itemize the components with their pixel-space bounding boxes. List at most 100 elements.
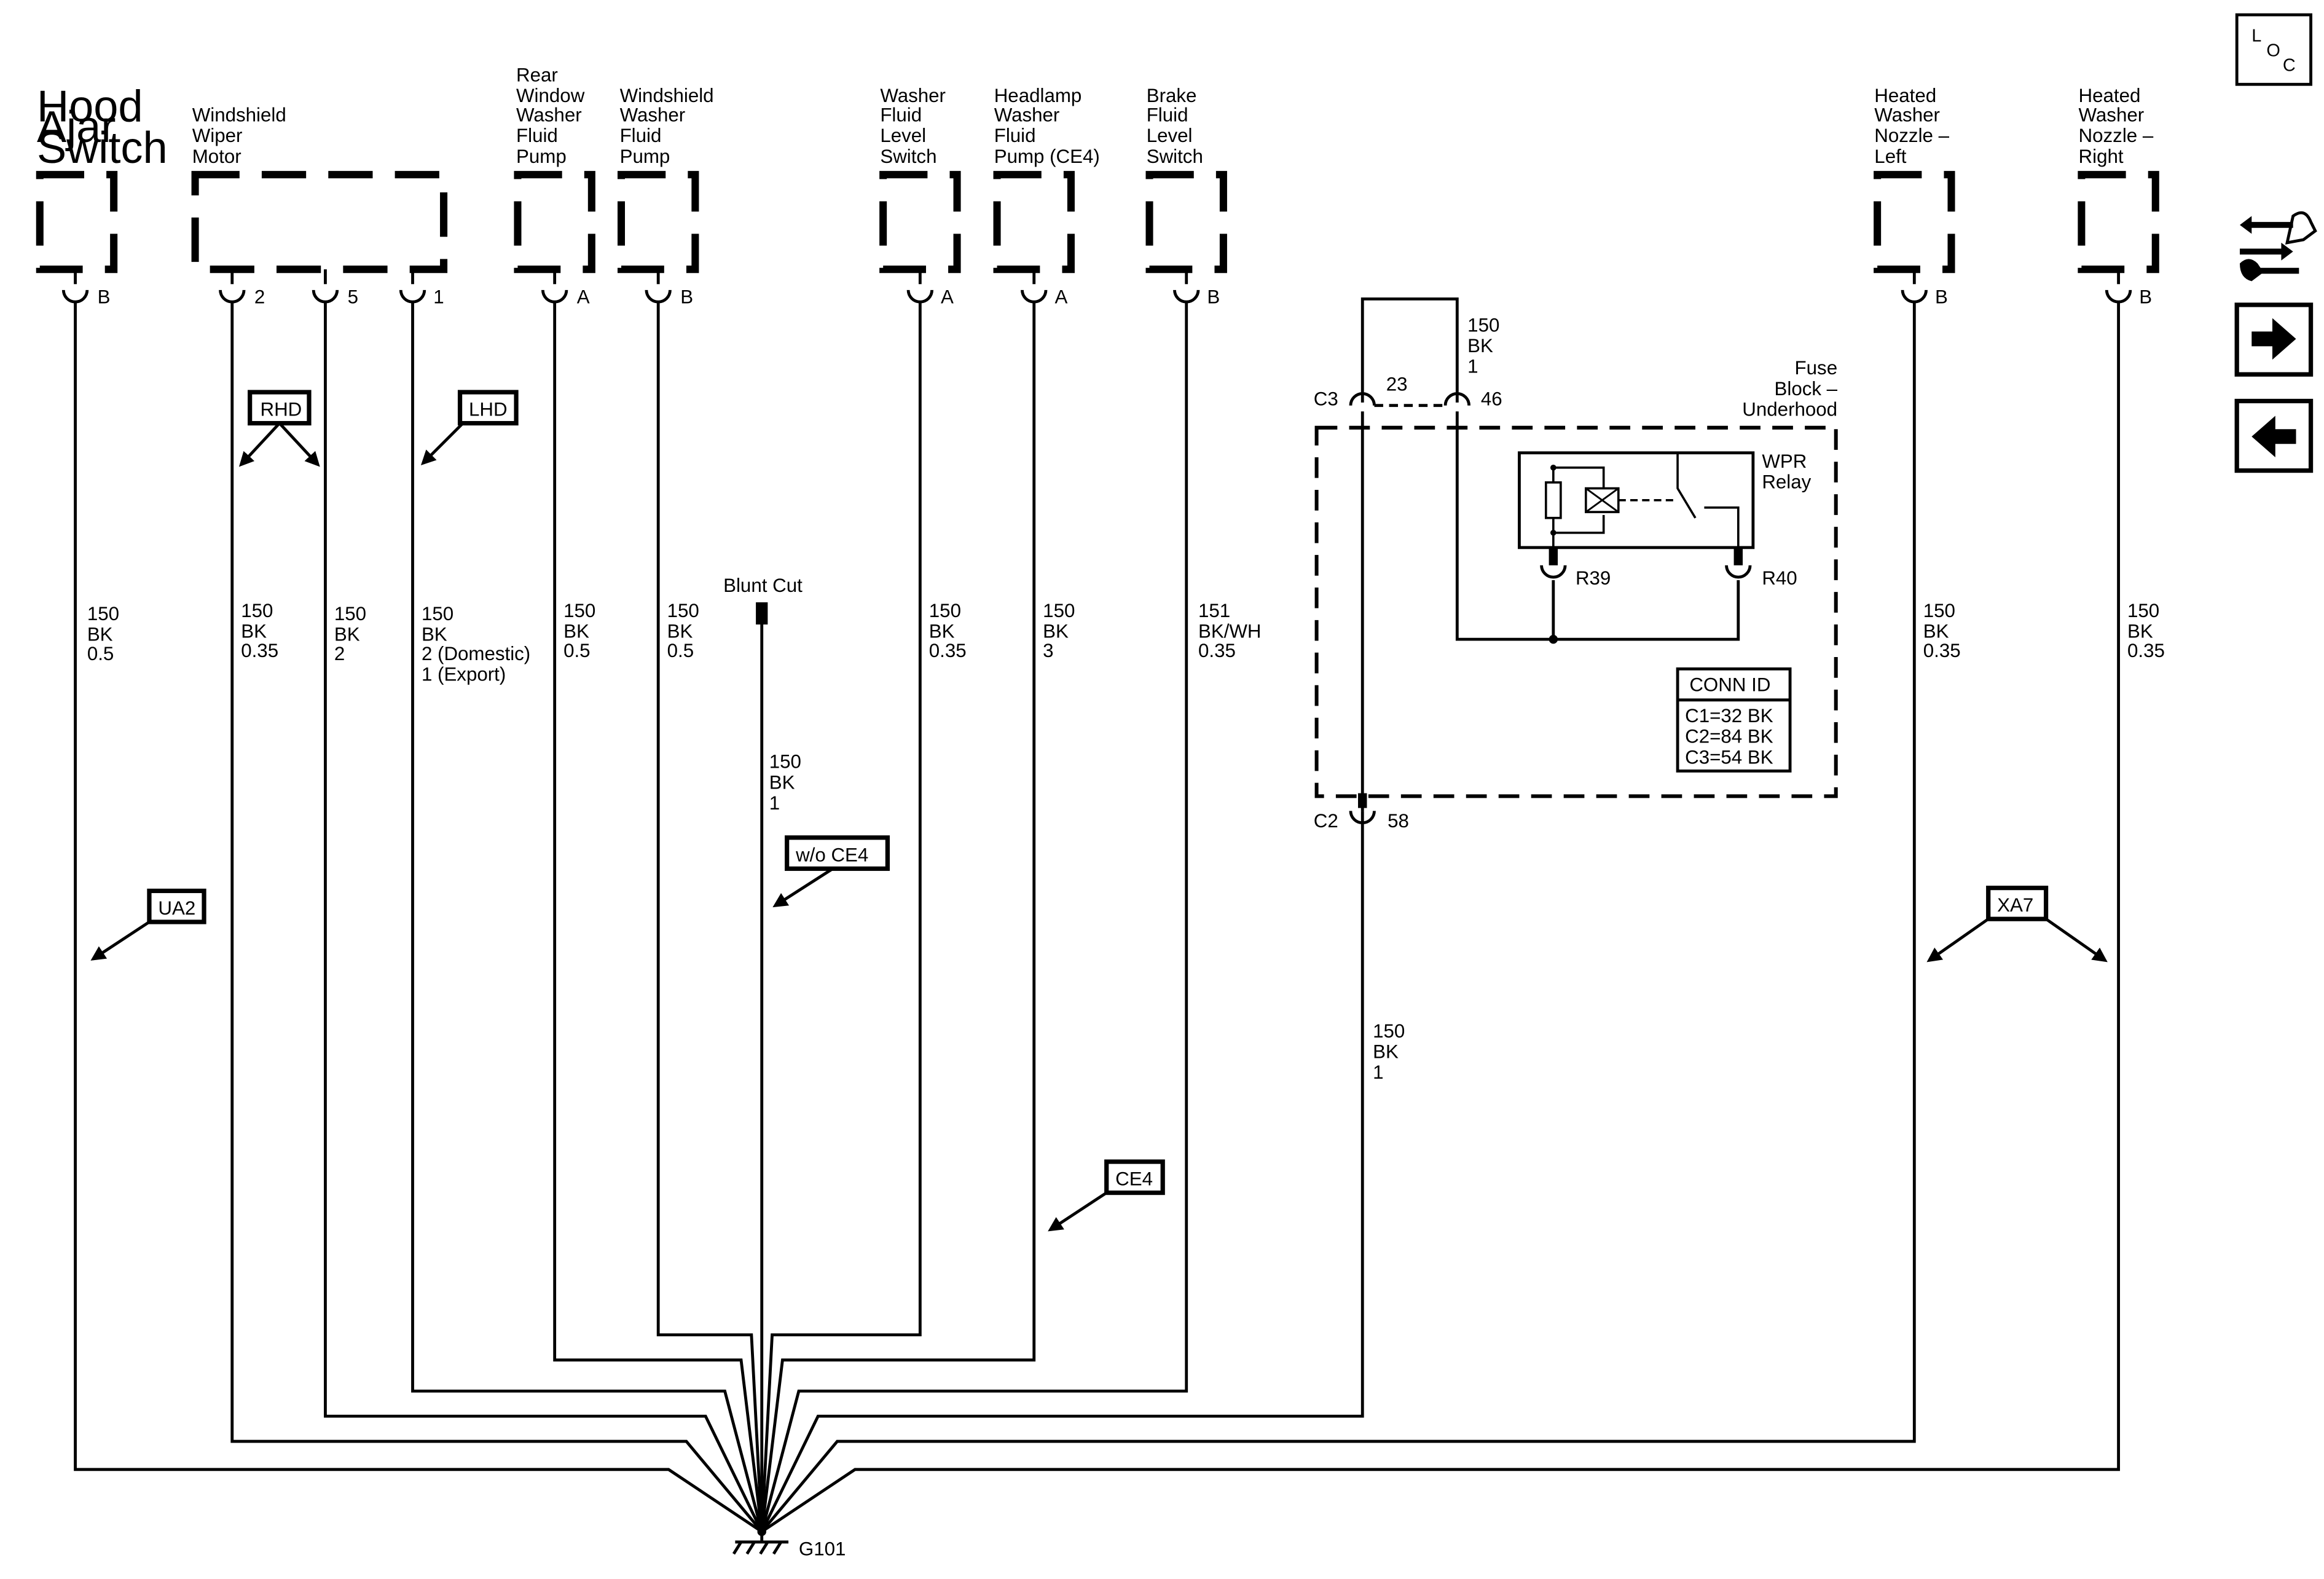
heated-nozzle-left-label: Heated Washer Nozzle – Left (1874, 85, 1949, 167)
svg-text:0.5: 0.5 (667, 640, 694, 661)
heated-nozzle-right-label: Heated Washer Nozzle – Right (2079, 85, 2154, 167)
brake-fluid-level-switch (1145, 171, 1227, 274)
svg-text:A: A (1054, 286, 1067, 308)
rear-window-washer-pump-label: Rear Window Washer Fluid Pump (516, 64, 585, 167)
svg-text:B: B (1207, 286, 1220, 308)
wire-nozzle-right (761, 302, 2120, 1533)
fuse-block-underhood: Fuse Block – Underhood 150 BK 1 C3 23 46… (1314, 297, 1838, 832)
headlamp-washer-pump (993, 171, 1075, 274)
svg-text:150: 150 (1043, 600, 1075, 621)
svg-text:A: A (577, 286, 590, 308)
svg-text:Fluid: Fluid (880, 104, 922, 125)
svg-text:A: A (941, 286, 954, 308)
svg-text:Left: Left (1874, 146, 1906, 167)
svg-text:Washer: Washer (994, 104, 1060, 125)
svg-text:CE4: CE4 (1115, 1168, 1153, 1190)
svg-text:150: 150 (87, 603, 119, 624)
svg-text:B: B (1935, 286, 1948, 308)
svg-text:150: 150 (1467, 314, 1499, 336)
svg-text:2: 2 (254, 286, 265, 308)
svg-text:1: 1 (1373, 1061, 1383, 1083)
svg-text:BK: BK (422, 624, 447, 645)
svg-text:1: 1 (1467, 356, 1478, 377)
svg-text:Washer: Washer (1874, 104, 1940, 125)
svg-text:0.35: 0.35 (929, 640, 967, 661)
svg-text:Brake: Brake (1147, 85, 1197, 106)
back-arrow-button[interactable] (2234, 398, 2314, 473)
svg-text:Heated: Heated (1874, 85, 1936, 106)
svg-text:C2=84 BK: C2=84 BK (1685, 726, 1773, 747)
svg-text:O: O (2266, 41, 2280, 60)
svg-text:150: 150 (422, 603, 453, 624)
back-arrow-icon (2251, 415, 2296, 457)
svg-text:UA2: UA2 (158, 897, 195, 919)
heated-nozzle-left (1874, 171, 1955, 274)
windshield-wiper-motor-label: Windshield Wiper Motor (192, 104, 286, 167)
svg-text:0.5: 0.5 (87, 643, 114, 664)
svg-text:Fluid: Fluid (1147, 104, 1188, 125)
svg-text:0.35: 0.35 (2127, 640, 2165, 661)
svg-text:5: 5 (348, 286, 358, 308)
washer-fluid-level-switch (879, 171, 961, 274)
svg-text:RHD: RHD (261, 399, 302, 420)
option-tag-wo-ce4: w/o CE4 (772, 835, 890, 908)
option-tag-xa7: XA7 (1926, 885, 2108, 963)
svg-text:2: 2 (334, 643, 345, 664)
svg-text:150: 150 (769, 751, 801, 773)
svg-text:Hood: Hood (37, 82, 143, 131)
svg-text:Rear: Rear (516, 64, 558, 85)
svg-text:LHD: LHD (469, 399, 508, 420)
svg-text:23: 23 (1386, 374, 1408, 395)
ground-wires (74, 302, 2120, 1533)
svg-text:1 (Export): 1 (Export) (422, 664, 506, 685)
windshield-wiper-motor (191, 171, 448, 274)
svg-text:46: 46 (1481, 388, 1502, 410)
hood-ajar-switch-label: Hood Ajar Switch (37, 82, 168, 172)
svg-text:BK: BK (1373, 1041, 1399, 1062)
svg-text:0.35: 0.35 (1198, 640, 1236, 661)
next-arrow-icon (2251, 318, 2296, 360)
next-arrow-button[interactable] (2234, 302, 2314, 377)
svg-text:Level: Level (880, 125, 926, 146)
heated-nozzle-right (2078, 171, 2159, 274)
svg-text:C1=32 BK: C1=32 BK (1685, 705, 1773, 726)
windshield-washer-pump-label: Windshield Washer Fluid Pump (620, 85, 714, 167)
svg-text:Washer: Washer (880, 85, 946, 106)
svg-text:BK/WH: BK/WH (1198, 621, 1262, 642)
svg-text:2 (Domestic): 2 (Domestic) (422, 643, 530, 664)
svg-text:Right: Right (2079, 146, 2124, 167)
wire-brake-fluid (760, 302, 1188, 1532)
svg-text:Switch: Switch (880, 146, 936, 167)
svg-text:150: 150 (563, 600, 595, 621)
svg-text:Washer: Washer (2079, 104, 2145, 125)
svg-text:Windshield: Windshield (620, 85, 714, 106)
connector-tool-icon[interactable] (2239, 211, 2317, 282)
option-tag-lhd: LHD (420, 390, 519, 466)
svg-text:Switch: Switch (37, 124, 168, 173)
loc-button[interactable]: L O C (2235, 13, 2312, 86)
svg-text:Fluid: Fluid (994, 125, 1036, 146)
svg-text:Washer: Washer (516, 104, 582, 125)
svg-text:C: C (2283, 56, 2296, 76)
blunt-cut-end (756, 602, 768, 625)
svg-text:G101: G101 (799, 1538, 846, 1559)
svg-text:Washer: Washer (620, 104, 686, 125)
svg-text:B: B (680, 286, 693, 308)
pin-labels: B 2 5 1 A B A A B B B (98, 286, 2152, 308)
windshield-washer-pump (617, 171, 699, 274)
connector-pins (61, 269, 2132, 304)
option-tag-ce4: CE4 (1048, 1159, 1165, 1232)
svg-text:BK: BK (87, 624, 113, 645)
svg-text:150: 150 (1373, 1020, 1405, 1042)
option-tag-ua2: UA2 (90, 888, 206, 961)
svg-text:BK: BK (667, 621, 693, 642)
wire-windshield-washer (656, 302, 764, 1532)
svg-text:150: 150 (1923, 600, 1955, 621)
svg-text:Block –: Block – (1775, 378, 1838, 400)
svg-text:L: L (2251, 26, 2261, 45)
svg-text:BK: BK (769, 771, 795, 793)
svg-text:BK: BK (241, 621, 267, 642)
hood-ajar-switch (36, 171, 118, 274)
wire-wiper-1 (411, 302, 764, 1532)
wire-nozzle-left (760, 302, 1916, 1533)
